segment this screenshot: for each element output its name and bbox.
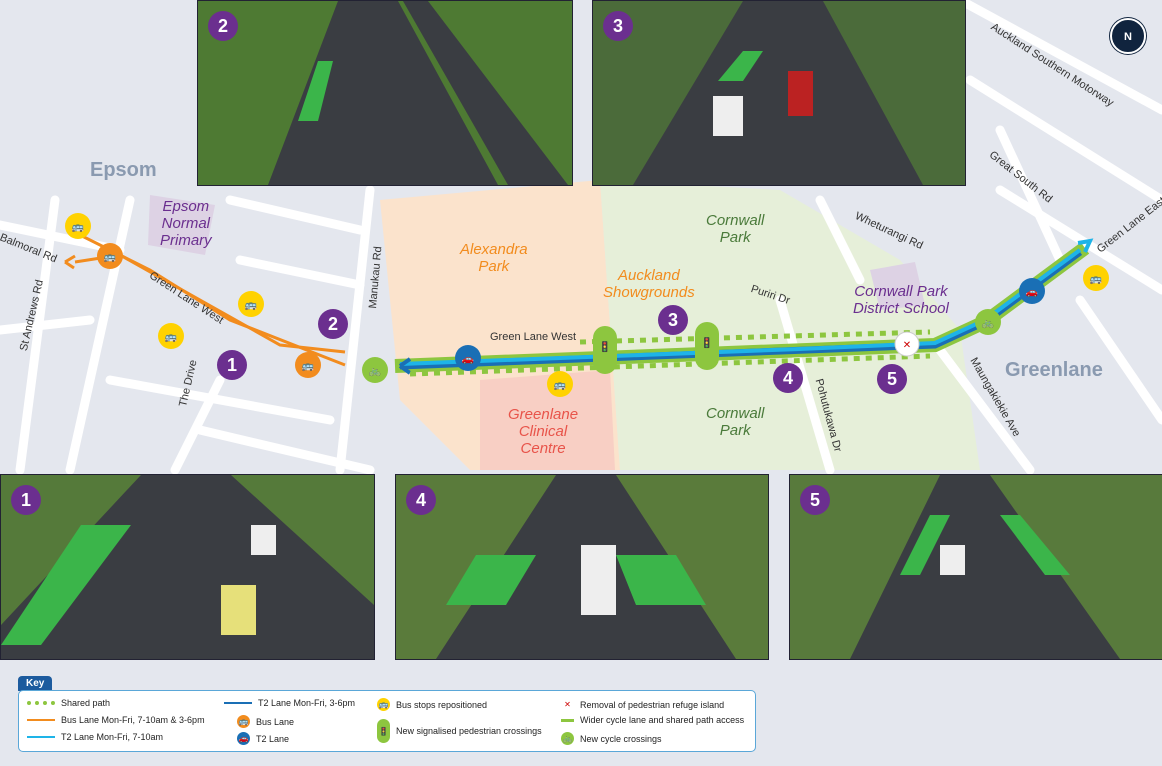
cycle-icon — [362, 357, 388, 383]
signal-crossing-icon: 🚦 — [377, 719, 390, 743]
svg-text:✕: ✕ — [903, 340, 911, 351]
key-label: Bus stops repositioned — [396, 699, 488, 710]
map-key: Shared path Bus Lane Mon-Fri, 7-10am & 3… — [18, 690, 756, 752]
clinical-centre-area — [480, 370, 615, 470]
cycle-icon: 🚲 — [561, 732, 574, 745]
key-item-cycle-crossings: 🚲 New cycle crossings — [561, 732, 662, 745]
svg-text:🚦: 🚦 — [701, 336, 713, 349]
key-item-bus-lane-times: Bus Lane Mon-Fri, 7-10am & 3-6pm — [27, 715, 205, 725]
bus-stop-icon — [547, 371, 573, 397]
location-marker-2[interactable]: 2 — [318, 309, 348, 339]
photo-3: 3 — [592, 0, 966, 186]
orange-arrow-icon — [27, 719, 55, 721]
key-item-t2-pm: T2 Lane Mon-Fri, 3-6pm — [224, 698, 355, 708]
photo-4: 4 — [395, 474, 769, 660]
key-label: New signalised pedestrian crossings — [396, 726, 542, 736]
photo-number: 3 — [603, 11, 633, 41]
svg-text:🚌: 🚌 — [554, 380, 567, 391]
signal-crossing-icon — [695, 322, 719, 370]
location-marker-1[interactable]: 1 — [217, 350, 247, 380]
key-item-bus-lane: 🚌 Bus Lane — [237, 715, 294, 728]
no-pedestrian-icon — [894, 331, 920, 357]
road-green-lane-west-2: Green Lane West — [490, 331, 577, 343]
shared-path-dots-icon — [27, 701, 55, 705]
bus-stop-icon — [158, 323, 184, 349]
svg-text:🚌: 🚌 — [245, 300, 258, 311]
svg-text:🚗: 🚗 — [1026, 287, 1038, 298]
cp-school-area — [870, 262, 925, 310]
key-label: Bus Lane Mon-Fri, 7-10am & 3-6pm — [61, 715, 205, 725]
key-label: Removal of pedestrian refuge island — [580, 699, 725, 710]
light-blue-arrow-icon — [27, 736, 55, 738]
key-label: T2 Lane Mon-Fri, 7-10am — [61, 732, 164, 742]
photo-number: 4 — [406, 485, 436, 515]
key-item-t2-lane: 🚗 T2 Lane — [237, 732, 289, 745]
bus-lane-icon — [295, 352, 321, 378]
svg-text:🚌: 🚌 — [302, 361, 315, 372]
green-line-icon — [561, 718, 574, 722]
key-label: T2 Lane Mon-Fri, 3-6pm — [258, 698, 356, 708]
key-label: T2 Lane — [256, 733, 290, 744]
photo-1: 1 — [0, 474, 375, 660]
bus-stop-icon: 🚌 — [377, 698, 390, 711]
svg-text:🚲: 🚲 — [982, 318, 994, 329]
svg-text:🚲: 🚲 — [369, 366, 381, 377]
cycle-icon — [975, 309, 1001, 335]
key-item-refuge-removal: ✕ Removal of pedestrian refuge island — [561, 698, 724, 711]
bus-stop-icon — [238, 291, 264, 317]
svg-text:🚦: 🚦 — [599, 340, 611, 353]
dark-blue-arrow-icon — [224, 702, 252, 704]
streets — [0, 0, 1162, 475]
photo-2: 2 — [197, 0, 573, 186]
bus-lane-icon: 🚌 — [237, 715, 250, 728]
photo-number: 1 — [11, 485, 41, 515]
key-item-t2-am: T2 Lane Mon-Fri, 7-10am — [27, 732, 163, 742]
north-compass-icon: N — [1110, 18, 1146, 54]
key-item-shared-path: Shared path — [27, 698, 110, 708]
key-label: Wider cycle lane and shared path access — [580, 715, 745, 725]
key-label: Shared path — [61, 698, 111, 708]
photo-5: 5 — [789, 474, 1162, 660]
shared-path — [409, 353, 931, 377]
bus-lane-icon — [97, 243, 123, 269]
key-item-bus-stops: 🚌 Bus stops repositioned — [377, 698, 487, 711]
bus-stop-icon — [1083, 265, 1109, 291]
svg-text:🚌: 🚌 — [165, 332, 178, 343]
signal-crossing-icon — [593, 326, 617, 374]
area-epsom: Epsom — [90, 159, 157, 181]
t2-lane-icon: 🚗 — [237, 732, 250, 745]
svg-text:🚌: 🚌 — [1090, 274, 1103, 285]
key-item-signal-crossings: 🚦 New signalised pedestrian crossings — [377, 719, 542, 743]
map-icons: 🚌 🚌 🚌 🚌 🚌 🚲 🚗 🚌 🚦 🚦 ✕ 🚲 🚗 🚌 — [65, 213, 1109, 397]
key-item-wider-cycle-lane: Wider cycle lane and shared path access — [561, 715, 744, 725]
t2-am-lane — [399, 248, 1082, 366]
key-label: New cycle crossings — [580, 733, 662, 744]
photo-number: 2 — [208, 11, 238, 41]
location-marker-3[interactable]: 3 — [658, 305, 688, 335]
key-label: Bus Lane — [256, 716, 295, 727]
no-pedestrian-icon: ✕ — [564, 700, 571, 709]
location-marker-4[interactable]: 4 — [773, 363, 803, 393]
bus-stop-icon — [65, 213, 91, 239]
area-greenlane: Greenlane — [1005, 359, 1103, 381]
photo-number: 5 — [800, 485, 830, 515]
svg-text:🚌: 🚌 — [72, 222, 85, 233]
t2-lane-icon — [1019, 278, 1045, 304]
epsom-school-area — [148, 195, 215, 255]
location-marker-5[interactable]: 5 — [877, 364, 907, 394]
key-title: Key — [18, 676, 53, 691]
t2-lane-icon — [455, 345, 481, 371]
svg-text:🚌: 🚌 — [104, 252, 117, 263]
svg-text:🚗: 🚗 — [462, 354, 474, 365]
